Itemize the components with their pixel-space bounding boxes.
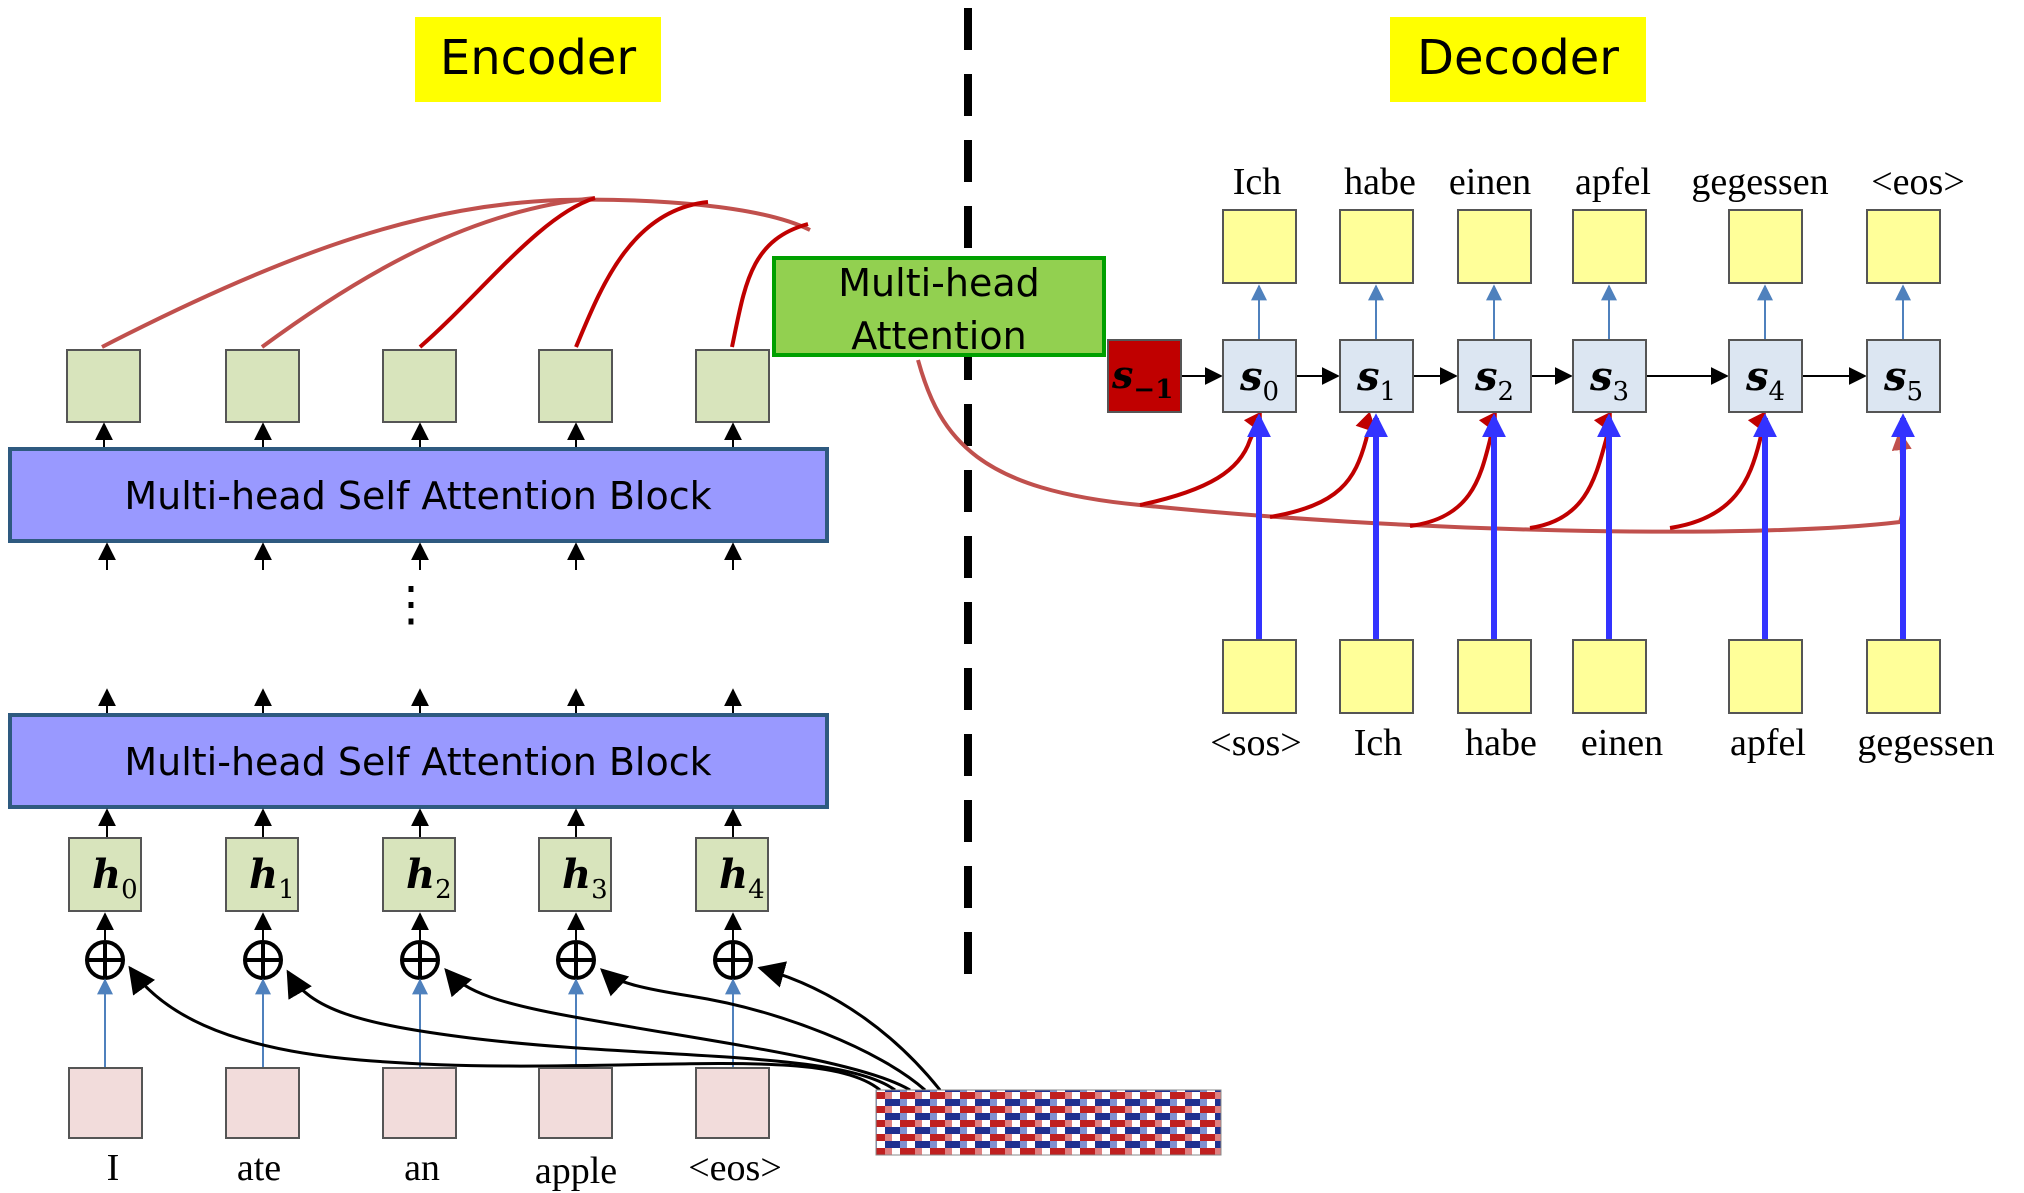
decoder-input-token-3: einen bbox=[1581, 722, 1663, 764]
s4-label: s4 bbox=[1745, 353, 1785, 407]
decoder-output-boxes bbox=[1222, 209, 1941, 284]
decoder-output-token-5: <eos> bbox=[1871, 161, 1965, 203]
decoder-output-token-2: einen bbox=[1449, 161, 1531, 203]
encoder-input-tokens: I ate an apple <eos> bbox=[107, 1147, 782, 1192]
self-attention-block-bottom-label: Multi-head Self Attention Block bbox=[124, 740, 711, 784]
decoder-output-token-3: apfel bbox=[1575, 161, 1651, 203]
encoder-input-boxes bbox=[68, 1067, 770, 1139]
h2-label: h2 bbox=[406, 851, 452, 905]
encoder-to-attention-curves bbox=[101, 196, 811, 349]
decoder-output-token-1: habe bbox=[1344, 161, 1416, 203]
positional-encoding-matrix bbox=[875, 1089, 1222, 1156]
h3-label: h3 bbox=[562, 851, 608, 905]
decoder-input-arrows bbox=[1247, 413, 1915, 640]
initial-decoder-state bbox=[1107, 339, 1182, 413]
encoder-token-4: <eos> bbox=[688, 1147, 782, 1189]
s5-label: s5 bbox=[1883, 353, 1923, 407]
decoder-input-token-2: habe bbox=[1465, 722, 1537, 764]
decoder-output-token-4: gegessen bbox=[1691, 161, 1828, 203]
decoder-title-box bbox=[1390, 17, 1646, 102]
sum-to-hidden-arrows bbox=[96, 912, 742, 940]
s2-label: s2 bbox=[1474, 353, 1514, 407]
state-to-output-arrows bbox=[1251, 284, 1911, 340]
decoder-state-boxes bbox=[1222, 339, 1941, 413]
self-attention-block-bottom bbox=[8, 713, 829, 809]
upper-block-input-arrows bbox=[98, 542, 742, 570]
self-attention-block-top bbox=[8, 447, 829, 543]
s1-label: s1 bbox=[1356, 353, 1396, 407]
encoder-token-1: ate bbox=[237, 1147, 281, 1189]
h0-label: h0 bbox=[92, 851, 138, 905]
initial-decoder-state-label: s−1 bbox=[1111, 352, 1173, 405]
encoder-title: Encoder bbox=[440, 30, 637, 86]
decoder-input-tokens: <sos> Ich habe einen apfel gegessen bbox=[1210, 722, 1994, 764]
s0-label: s0 bbox=[1239, 353, 1279, 407]
decoder-input-boxes bbox=[1222, 639, 1941, 714]
block-to-output-arrows bbox=[95, 422, 742, 448]
input-to-sum-arrows bbox=[97, 978, 741, 1068]
decoder-state-labels: s0 s1 s2 s3 s4 s5 bbox=[1239, 353, 1923, 407]
decoder-input-token-4: apfel bbox=[1730, 722, 1806, 764]
encoder-token-3: apple bbox=[535, 1150, 617, 1192]
decoder-input-token-5: gegessen bbox=[1857, 722, 1994, 764]
stacked-blocks-ellipsis: ⋮ bbox=[387, 578, 435, 631]
h1-label: h1 bbox=[249, 851, 295, 905]
positional-encoding-curves bbox=[128, 961, 942, 1092]
encoder-token-2: an bbox=[404, 1147, 440, 1189]
self-attention-block-top-label: Multi-head Self Attention Block bbox=[124, 474, 711, 518]
h4-label: h4 bbox=[719, 851, 765, 905]
encoder-output-boxes bbox=[66, 349, 770, 423]
decoder-input-token-1: Ich bbox=[1354, 722, 1403, 764]
decoder-title: Decoder bbox=[1417, 30, 1619, 86]
hidden-to-block-arrows bbox=[98, 808, 742, 838]
s3-label: s3 bbox=[1589, 353, 1629, 407]
multi-head-attention-label-2: Attention bbox=[851, 314, 1026, 358]
add-operators bbox=[85, 940, 753, 980]
encoder-hidden-state-labels: h0 h1 h2 h3 h4 bbox=[92, 851, 765, 905]
encoder-hidden-states bbox=[68, 837, 769, 912]
multi-head-attention-label-1: Multi-head bbox=[838, 261, 1039, 305]
lower-block-output-arrows bbox=[98, 688, 742, 715]
decoder-output-token-0: Ich bbox=[1233, 161, 1282, 203]
decoder-output-tokens: Ich habe einen apfel gegessen <eos> bbox=[1233, 161, 1965, 203]
encoder-token-0: I bbox=[107, 1147, 120, 1189]
encoder-title-box bbox=[415, 17, 661, 102]
multi-head-attention-box bbox=[772, 256, 1106, 357]
decoder-input-token-0: <sos> bbox=[1210, 722, 1301, 764]
